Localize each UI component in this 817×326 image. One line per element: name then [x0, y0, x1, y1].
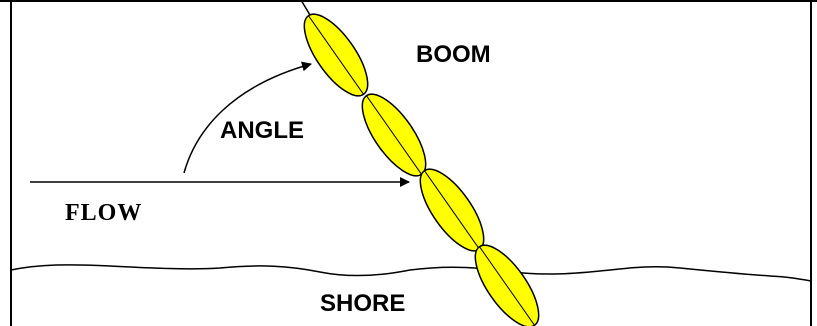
- shore-line: [10, 264, 812, 282]
- boom-segment-1: [303, 13, 369, 97]
- angle-label: ANGLE: [220, 117, 304, 144]
- shore-label: SHORE: [320, 290, 405, 317]
- flow-label: FLOW: [65, 200, 142, 226]
- angle-arc-arrow: [183, 61, 312, 174]
- boom: [303, 13, 540, 326]
- boom-label: BOOM: [416, 41, 491, 68]
- boom-segment-4: [474, 244, 540, 326]
- boom-tether: [300, 0, 311, 16]
